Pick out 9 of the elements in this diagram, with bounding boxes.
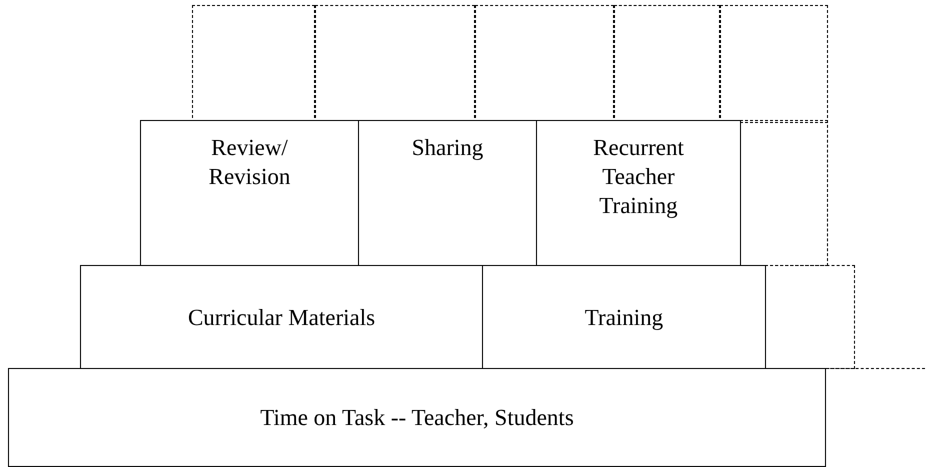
block xyxy=(8,368,826,467)
block-label: Sharing xyxy=(410,134,484,162)
block-label: Time on Task -- Teacher, Students xyxy=(259,404,575,432)
block-label: Curricular Materials xyxy=(186,304,376,332)
block-label: Training xyxy=(584,304,664,332)
block-label: Review/ Revision xyxy=(208,134,292,191)
block xyxy=(536,120,741,266)
block xyxy=(140,120,359,266)
block-label: Recurrent Teacher Training xyxy=(592,134,685,220)
